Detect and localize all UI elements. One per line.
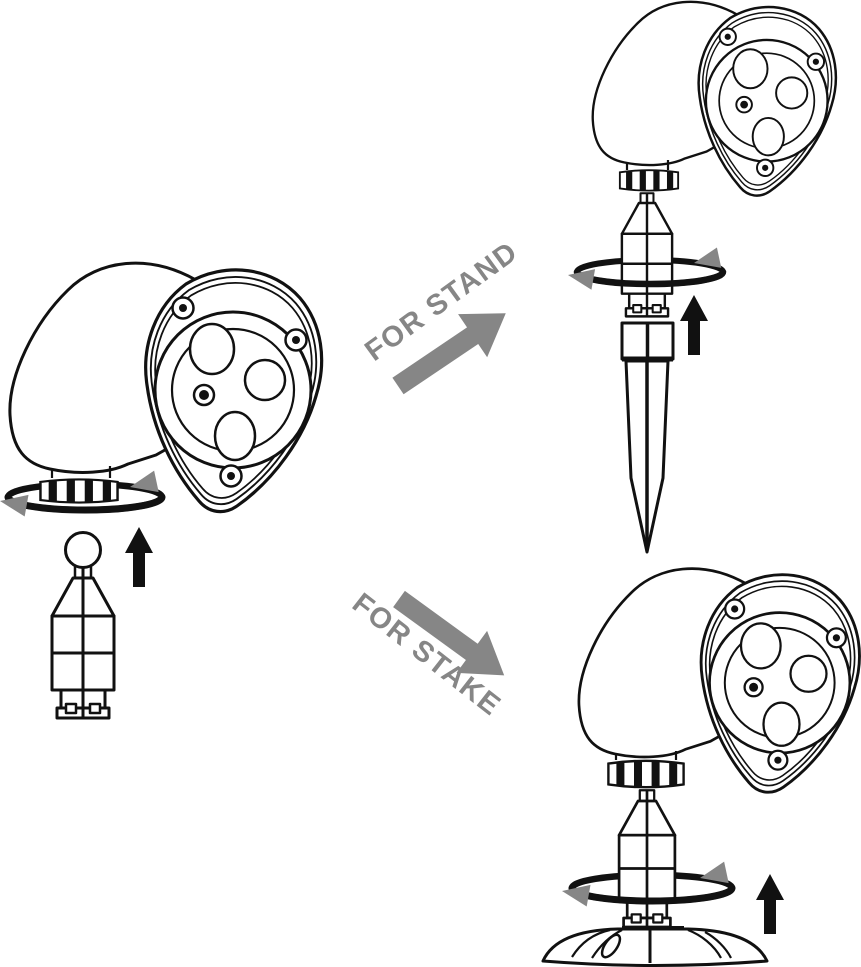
base-slot — [600, 933, 622, 959]
mounting-knob — [607, 759, 685, 789]
round-base-stand — [541, 926, 769, 967]
option-labels-group: FOR STAND FOR STAKE — [346, 236, 524, 723]
left-projector-group — [0, 263, 322, 720]
up-arrow-icon — [756, 874, 784, 934]
knob-mount-lines — [614, 751, 678, 760]
bottom-right-assembly-group — [541, 569, 860, 967]
ground-spike — [620, 321, 675, 554]
projector-head — [10, 263, 322, 511]
projector-head — [579, 569, 860, 793]
mounting-knob — [618, 169, 680, 192]
ball-mount-connector — [50, 531, 116, 720]
up-arrow-icon — [125, 527, 153, 587]
mounting-knob — [39, 478, 119, 505]
threaded-connector — [620, 192, 674, 318]
threaded-connector — [617, 788, 677, 929]
top-right-assembly-group — [566, 2, 836, 554]
ball-joint — [64, 531, 102, 569]
knob-mount-lines — [50, 466, 112, 478]
threaded-connector — [50, 564, 116, 720]
up-arrow-icon — [680, 295, 708, 355]
knob-mount-lines — [625, 160, 670, 170]
projector-head — [593, 2, 836, 196]
